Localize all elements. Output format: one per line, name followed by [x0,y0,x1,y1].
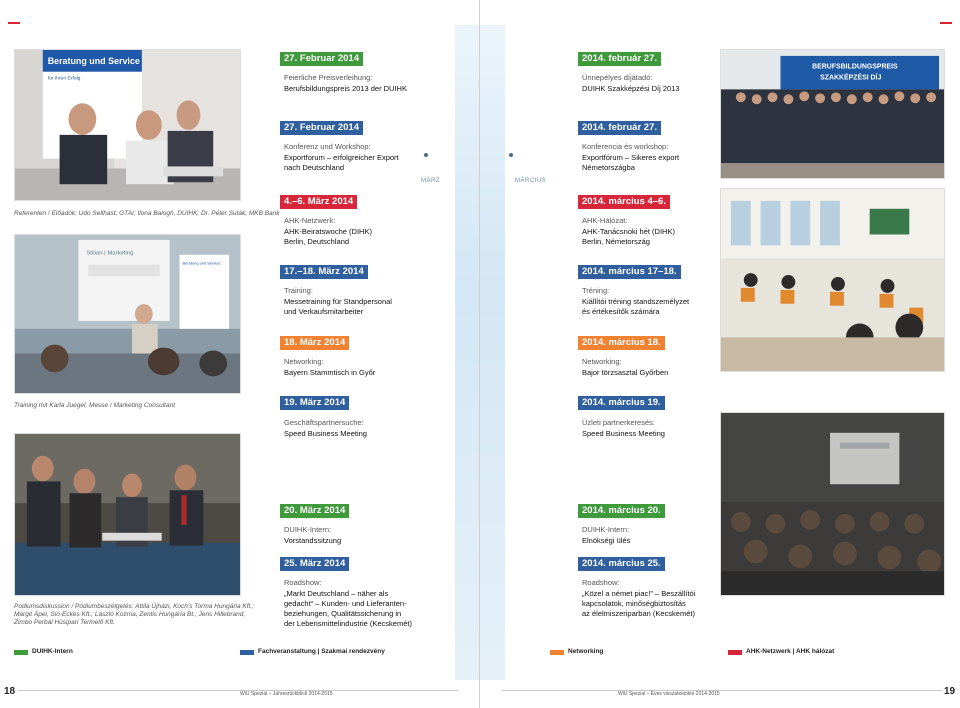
svg-text:SZAKKÉPZÉSI DÍJ: SZAKKÉPZÉSI DÍJ [820,73,881,82]
timeline-river [455,25,505,680]
legend-swatch-fach [240,650,254,655]
event-title-hu-2b: Németországba [582,163,635,172]
event-date-de-7: 20. März 2014 [280,504,350,518]
event-date-de-3: 4.–6. März 2014 [280,195,358,209]
event-date-de-6: 19. März 2014 [280,396,350,410]
event-type-de-7: DUIHK-Intern: [284,525,332,534]
legend-swatch-ahk [728,650,742,655]
event-title-hu-5: Bajor törzsasztal Győrben [582,368,669,377]
event-title-de-4a: Messetraining für Standpersonal [284,297,392,306]
event-title-de-2a: Exportforum – erfolgreicher Export [284,153,399,162]
legend-label-fach: Fachveranstaltung | Szakmai rendezvény [258,648,385,655]
event-title-de-4b: und Verkaufsmitarbeiter [284,307,364,316]
page-number-left: 18 [4,686,16,697]
event-title-de-8b: gedacht“ – Kunden- und Lieferanten- [284,599,407,608]
footer-text-right: WiU Spezial – Éves visszatekintés 2014-2… [618,691,720,697]
footer-rule-right [502,690,942,691]
photo-conference-speakers: Beratung und Service für Ihren Erfolg [14,49,241,201]
photo-training: Stilian | Marketing Beratung und Service [14,234,241,394]
event-date-de-8: 25. März 2014 [280,557,350,571]
event-type-hu-3: AHK-Hálózat: [582,216,628,225]
event-title-hu-4a: Kiállítói tréning standszemélyzet [582,297,690,306]
photo-award-group: BERUFSBILDUNGSPREIS SZAKKÉPZÉSI DÍJ [720,49,945,179]
event-type-hu-4: Tréning: [582,286,610,295]
legend-swatch-duihk [14,650,28,655]
photo-seminar-room [720,188,945,372]
event-title-hu-3a: AHK-Tanácsnoki hét (DIHK) [582,227,675,236]
event-title-hu-4b: és értékesítők számára [582,307,660,316]
event-date-de-1: 27. Februar 2014 [280,52,363,66]
legend-label-ahk: AHK-Netzwerk | AHK hálózat [746,648,835,655]
event-type-de-8: Roadshow: [284,578,322,587]
page-gutter [479,0,480,708]
event-date-hu-6: 2014. március 19. [578,396,665,410]
event-type-hu-1: Ünnepélyes díjátadó: [582,73,653,82]
event-date-de-5: 18. März 2014 [280,336,350,350]
event-date-hu-1: 2014. február 27. [578,52,661,66]
event-type-hu-5: Networking: [582,357,622,366]
event-title-hu-1: DUIHK Szakképzési Díj 2013 [582,84,680,93]
page-number-right: 19 [944,686,956,697]
event-title-hu-8b: kapcsolatok, minőségbiztosítás [582,599,686,608]
event-type-de-4: Training: [284,286,313,295]
event-title-de-8a: „Markt Deutschland – näher als [284,589,389,598]
banner-title: Beratung und Service [48,56,140,66]
event-title-de-6: Speed Business Meeting [284,429,367,438]
event-type-de-5: Networking: [284,357,324,366]
legend-swatch-networking [550,650,564,655]
event-date-de-4: 17.–18. März 2014 [280,265,368,279]
event-title-de-8c: beziehungen, Qualitätssicherung in [284,609,402,618]
footer-text-left: WiU Spezial – Jahresrückblick 2014-2015 [240,691,333,697]
timeline-dot [424,153,428,157]
event-type-de-3: AHK-Netzwerk: [284,216,336,225]
event-type-hu-7: DUIHK-Intern: [582,525,630,534]
legend-label-duihk: DUIHK-Intern [32,648,73,655]
caption-panel-line3: Zimbo Perbál Húsipari Termelő Kft. [14,619,115,626]
month-label-hu: MÁRCIUS [515,178,547,184]
event-title-hu-7: Elnökségi ülés [582,536,631,545]
event-title-de-8d: der Lebensmittelindustrie (Kecskemét) [284,619,412,628]
event-title-de-1: Berufsbildungspreis 2013 der DUIHK [284,84,407,93]
caption-training: Training mit Karla Juegel, Messe / Marke… [14,402,176,409]
event-type-de-1: Feierliche Preisverleihung: [284,73,373,82]
event-type-hu-2: Konferencia és workshop: [582,142,669,151]
legend-label-networking: Networking [568,648,604,655]
event-title-hu-6: Speed Business Meeting [582,429,665,438]
event-title-de-7: Vorstandssitzung [284,536,342,545]
svg-text:Stilian | Marketing: Stilian | Marketing [86,251,133,257]
event-title-hu-8a: „Közel a német piac!” – Beszállítói [582,589,696,598]
event-title-de-5: Bayern Stammtisch in Győr [284,368,376,377]
svg-text:Beratung und Service: Beratung und Service [183,261,222,266]
svg-text:für Ihren Erfolg: für Ihren Erfolg [48,76,81,82]
photo-panel-discussion [14,433,241,596]
corner-mark-right [940,22,952,24]
event-date-hu-5: 2014. március 18. [578,336,665,350]
event-date-de-2: 27. Februar 2014 [280,121,363,135]
event-type-de-6: Geschäftspartnersuche: [284,418,364,427]
event-type-hu-6: Üzleti partnerkeresés: [582,418,655,427]
event-title-hu-2a: Exportfórum – Sikeres export [582,153,680,162]
event-date-hu-8: 2014. március 25. [578,557,665,571]
event-title-de-3a: AHK-Beiratswoche (DIHK) [284,227,372,236]
event-title-de-2b: nach Deutschland [284,163,345,172]
caption-panel-line2: Margit Ápel, Sió-Eckes Kft.; László Kozm… [14,611,246,618]
event-type-de-2: Konferenz und Workshop: [284,142,371,151]
event-title-de-3b: Berlin, Deutschland [284,237,350,246]
event-type-hu-8: Roadshow: [582,578,620,587]
event-title-hu-3b: Berlin, Németország [582,237,650,246]
footer-rule-left [18,690,458,691]
event-date-hu-4: 2014. március 17–18. [578,265,681,279]
svg-text:BERUFSBILDUNGSPREIS: BERUFSBILDUNGSPREIS [812,64,898,71]
event-title-hu-8c: az élelmiszeriparban (Kecskemét) [582,609,695,618]
photo-roadshow-audience [720,412,945,596]
timeline-dot [509,153,513,157]
month-label-de: MÄRZ [421,178,440,184]
event-date-hu-2: 2014. február 27. [578,121,661,135]
event-date-hu-3: 2014. március 4–6. [578,195,670,209]
caption-panel-line1: Podiumsdiskussion / Pódiumbeszélgetés: A… [14,603,254,610]
corner-mark-left [8,22,20,24]
caption-speakers: Referenten / Előadók: Udo Sellhast, GTAI… [14,210,280,217]
event-date-hu-7: 2014. március 20. [578,504,665,518]
